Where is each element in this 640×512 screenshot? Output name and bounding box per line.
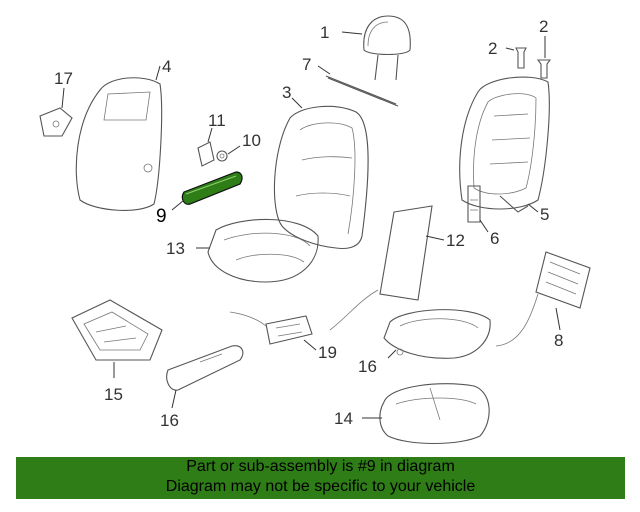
banner-line-2: Diagram may not be specific to your vehi… (165, 478, 476, 495)
part-10-washer (216, 150, 228, 162)
callout-4: 4 (162, 57, 171, 76)
callout-7: 7 (302, 55, 311, 74)
part-2-headrest-guides (515, 47, 552, 79)
seat-parts-diagram: 1 2 2 3 4 5 6 7 (39, 15, 591, 445)
callout-6: 6 (490, 229, 499, 248)
callout-14: 14 (334, 409, 353, 428)
part-6-motor (467, 185, 481, 223)
callout-19: 19 (318, 343, 337, 362)
callout-2a: 2 (488, 39, 497, 58)
part-14-cushion-pad (379, 383, 490, 445)
part-5-seatback-frame (459, 76, 550, 213)
footer-banner: Part or sub-assembly is #9 in diagram Di… (16, 457, 625, 499)
part-1-headrest (363, 15, 411, 81)
callout-8: 8 (554, 331, 563, 350)
part-12-back-panel (329, 205, 433, 331)
part-18-hinge-cover (39, 107, 73, 137)
callout-18: 17 (54, 69, 73, 88)
callout-10: 10 (242, 131, 261, 150)
callout-12: 12 (446, 231, 465, 250)
callout-1: 1 (320, 23, 329, 42)
part-3-seatback-cover (273, 105, 369, 250)
part-8-lumbar-panel (495, 251, 591, 347)
callout-5: 5 (540, 205, 549, 224)
callout-13: 13 (166, 239, 185, 258)
part-13-cushion-cover (207, 218, 319, 283)
callout-16: 16 (358, 357, 377, 376)
callout-3: 3 (282, 83, 291, 102)
part-11-bracket (197, 141, 215, 167)
callout-11: 11 (208, 111, 226, 130)
part-4-seatback-pad (75, 77, 163, 211)
callout-9: 9 (156, 206, 167, 227)
callout-17: 16 (160, 411, 179, 430)
part-7-rod (325, 75, 399, 107)
part-16-cushion-frame (383, 309, 491, 359)
part-17-side-trim (166, 345, 244, 391)
banner-line-1: Part or sub-assembly is #9 in diagram (186, 458, 455, 475)
part-19-seat-switch (229, 311, 313, 345)
callout-15: 15 (104, 385, 123, 404)
callout-2b: 2 (539, 17, 548, 36)
part-15-seat-pan (71, 299, 163, 361)
part-9-highlighted (181, 171, 243, 205)
